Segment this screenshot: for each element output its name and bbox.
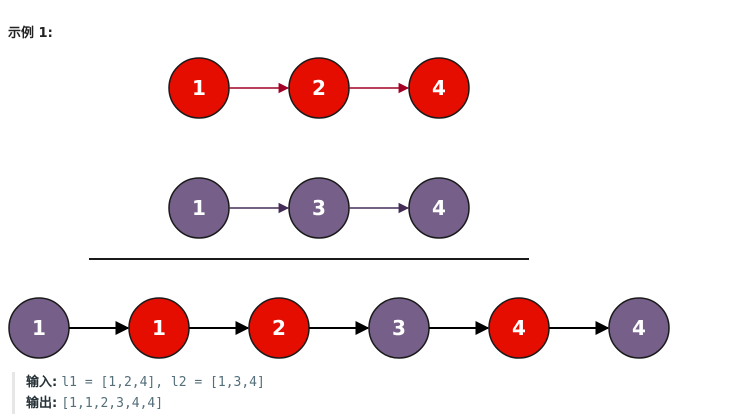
node-value: 1 <box>192 76 206 100</box>
list-node: 1 <box>168 57 230 119</box>
list-node: 2 <box>248 297 310 359</box>
output-label: 输出: <box>26 396 58 411</box>
list-merged: 1 1 2 3 4 4 <box>8 297 670 359</box>
list-l2: 1 3 4 <box>168 177 470 239</box>
list-node: 2 <box>288 57 350 119</box>
list-node: 1 <box>128 297 190 359</box>
purple-node-circle <box>408 177 470 239</box>
red-node-circle <box>408 57 470 119</box>
example-io-block: 输入: l1 = [1,2,4], l2 = [1,3,4] 输出: [1,1,… <box>12 372 265 414</box>
example-heading: 示例 1: <box>8 26 53 41</box>
purple-node-circle <box>608 297 670 359</box>
node-value: 2 <box>312 76 326 100</box>
node-value: 1 <box>152 316 166 340</box>
linked-list-diagram: 1 2 4 1 3 4 1 1 2 3 4 4 <box>8 57 670 359</box>
list-l1: 1 2 4 <box>168 57 470 119</box>
node-value: 4 <box>512 316 526 340</box>
node-value: 2 <box>272 316 286 340</box>
node-value: 4 <box>432 76 446 100</box>
node-value: 1 <box>192 196 206 220</box>
node-value: 4 <box>632 316 646 340</box>
node-value: 3 <box>392 316 406 340</box>
list-node: 3 <box>288 177 350 239</box>
output-line: 输出: [1,1,2,3,4,4] <box>26 393 265 414</box>
node-value: 3 <box>312 196 326 220</box>
input-label: 输入: <box>26 375 58 390</box>
input-value: l1 = [1,2,4], l2 = [1,3,4] <box>61 375 265 390</box>
node-value: 1 <box>32 316 46 340</box>
list-node: 4 <box>608 297 670 359</box>
node-value: 4 <box>432 196 446 220</box>
output-value: [1,1,2,3,4,4] <box>61 396 164 411</box>
list-node: 4 <box>488 297 550 359</box>
list-node: 1 <box>8 297 70 359</box>
input-line: 输入: l1 = [1,2,4], l2 = [1,3,4] <box>26 372 265 393</box>
list-node: 1 <box>168 177 230 239</box>
list-node: 4 <box>408 57 470 119</box>
list-node: 4 <box>408 177 470 239</box>
list-node: 3 <box>368 297 430 359</box>
